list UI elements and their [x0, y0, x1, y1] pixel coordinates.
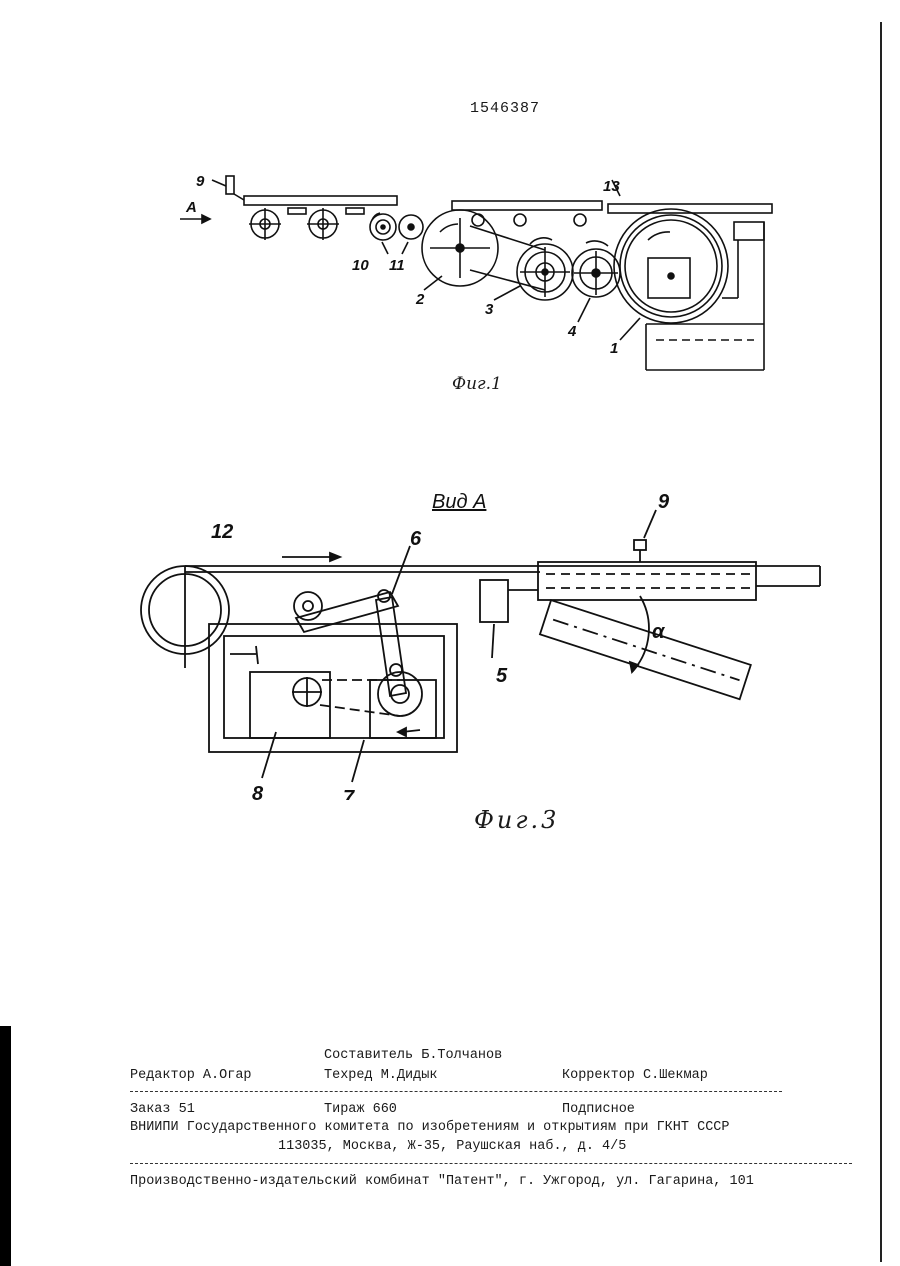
fig1-label-A: A: [185, 199, 197, 216]
fig3-label-12: 12: [211, 521, 233, 543]
compiler: Составитель Б.Толчанов: [324, 1048, 502, 1063]
fig1-label-1: 1: [610, 340, 618, 357]
divider-2: [130, 1163, 852, 1164]
order: Заказ 51: [130, 1102, 195, 1117]
fig1-label-3: 3: [485, 301, 494, 318]
fig3-label-9: 9: [658, 491, 670, 513]
figure-1-drawing: 9 A 13 10 11 2 3 4 1: [0, 0, 900, 420]
fig1-label-11: 11: [389, 257, 405, 274]
circulation: Тираж 660: [324, 1102, 397, 1117]
techred: Техред М.Дидык: [324, 1068, 437, 1083]
divider-1: [130, 1091, 782, 1092]
fig1-label-4: 4: [567, 323, 577, 340]
view-a-label: Вид А: [432, 491, 486, 513]
fig3-label-8: 8: [252, 783, 264, 800]
fig3-label-6: 6: [410, 528, 422, 550]
fig3-label-5: 5: [496, 665, 508, 687]
corrector: Корректор С.Шекмар: [562, 1068, 708, 1083]
figure-3-drawing: 12 6 9 5 8 7 α Вид А: [0, 470, 900, 800]
fig1-label-10: 10: [352, 257, 369, 274]
subscription: Подписное: [562, 1102, 635, 1117]
publisher: Производственно-издательский комбинат "П…: [130, 1174, 754, 1189]
figure-1-caption: Фиг.1: [452, 374, 502, 394]
scan-edge-bar: [0, 1026, 11, 1266]
fig3-label-alpha: α: [652, 621, 666, 643]
figure-3-caption: Фиг.3: [474, 806, 559, 834]
fig1-label-9: 9: [196, 173, 205, 190]
fig1-label-13: 13: [603, 178, 620, 195]
address: 113035, Москва, Ж-35, Раушская наб., д. …: [278, 1139, 626, 1154]
editor: Редактор А.Огар: [130, 1068, 252, 1083]
institute: ВНИИПИ Государственного комитета по изоб…: [130, 1120, 730, 1135]
fig1-label-2: 2: [415, 291, 425, 308]
fig3-label-7: 7: [343, 787, 355, 800]
